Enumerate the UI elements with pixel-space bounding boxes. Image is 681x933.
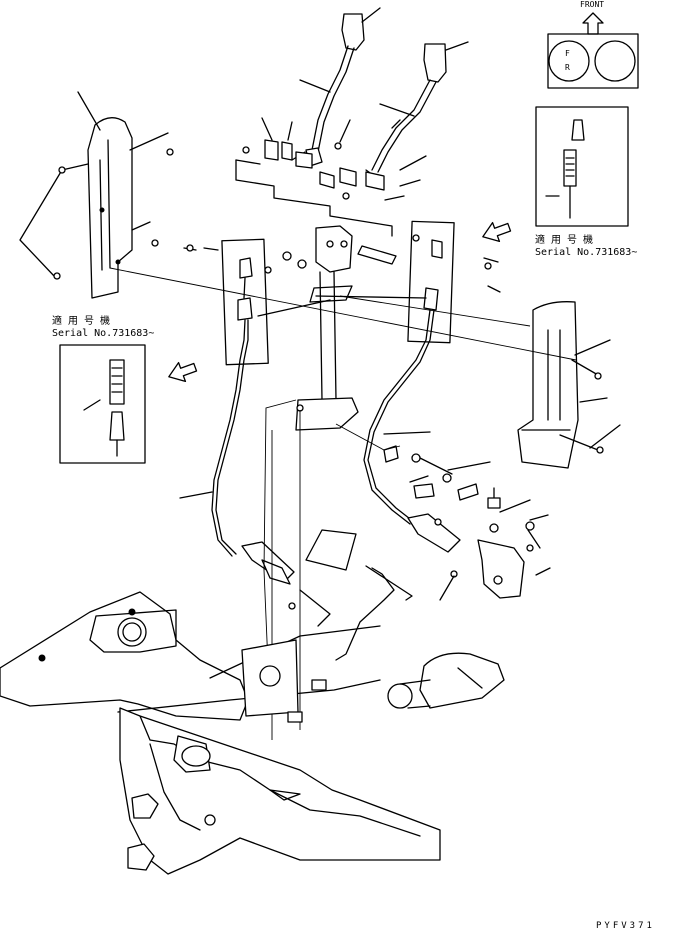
serial-note-left-line2: Serial No.731683~ <box>52 328 154 339</box>
left-cable-assembly <box>179 238 331 585</box>
inset-leader-left <box>83 399 118 457</box>
serial-inset-right: 適 用 号 機 Serial No.731683~ <box>535 106 637 258</box>
front-left-circle <box>548 40 590 82</box>
front-r-mark: R <box>565 63 570 72</box>
floor-plate <box>0 591 249 721</box>
inset-cable-end-left <box>109 411 125 441</box>
serial-inset-left: 適 用 号 機 Serial No.731683~ <box>52 314 154 464</box>
inset-frame-right <box>535 106 629 227</box>
serial-note-left-line1: 適 用 号 機 <box>52 314 110 327</box>
base-frame <box>119 707 441 875</box>
left-control-lever <box>291 7 381 167</box>
front-right-circle <box>594 40 636 82</box>
inset-frame-left <box>59 344 146 464</box>
front-frame <box>547 33 639 89</box>
right-pointer-arrow-icon <box>482 221 512 243</box>
left-pointer-arrow-icon <box>168 361 198 383</box>
inset-fitting-right <box>563 149 577 187</box>
right-bracket-hardware <box>383 431 551 601</box>
inset-thread-left <box>111 367 123 393</box>
drawing-code: PYFV371 <box>596 921 655 931</box>
right-console-cover <box>517 301 621 469</box>
front-indicator: FRONT F R <box>547 0 639 89</box>
inset-thread-right <box>565 157 575 177</box>
right-control-lever <box>365 41 469 191</box>
left-console-cover <box>19 91 174 299</box>
lower-frame <box>117 529 413 723</box>
central-stand <box>295 225 397 431</box>
right-cable-assembly <box>315 220 501 553</box>
front-label: FRONT <box>580 0 604 9</box>
front-arrow-icon <box>582 12 604 35</box>
pedal-bracket <box>387 652 505 709</box>
inset-cable-end-right <box>571 119 585 141</box>
inset-fitting-left <box>109 359 125 405</box>
lever-bracket-hardware <box>235 117 427 242</box>
front-f-mark: F <box>565 49 570 58</box>
serial-note-right-line1: 適 用 号 機 <box>535 233 593 246</box>
serial-note-right-line2: Serial No.731683~ <box>535 247 637 258</box>
inset-leader-right <box>545 185 571 219</box>
